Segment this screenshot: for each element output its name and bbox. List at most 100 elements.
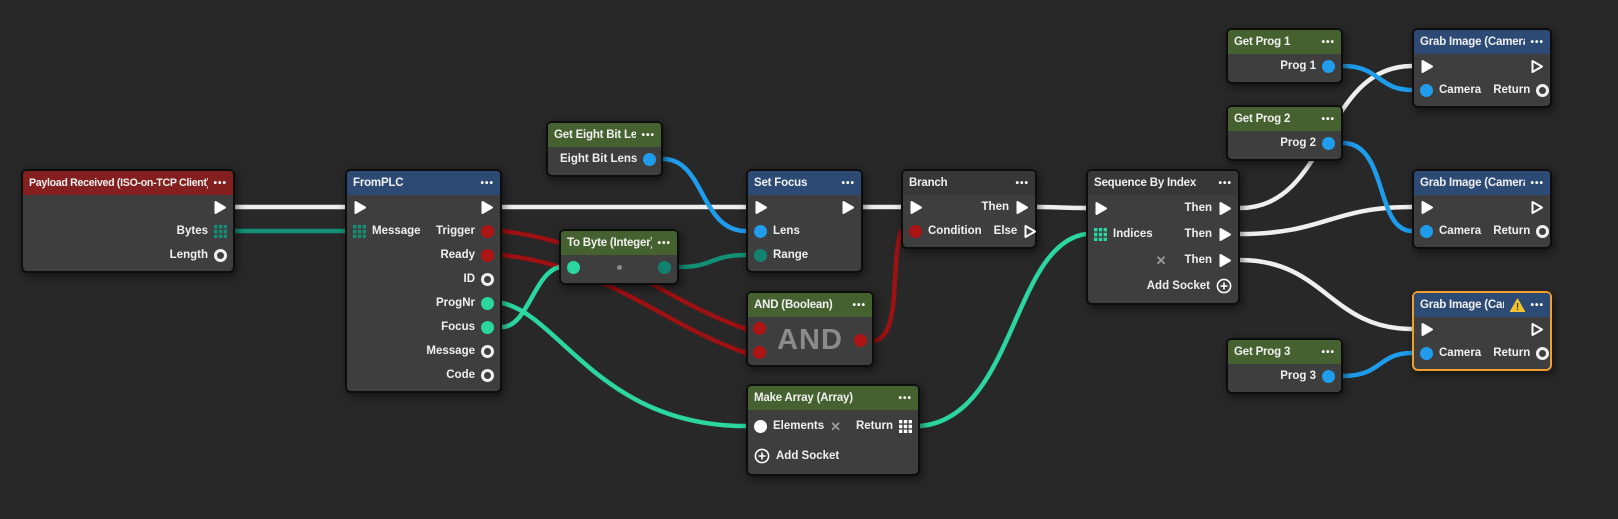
node-get-prog-1[interactable]: Get Prog 1 ••• Prog 1 [1226, 28, 1343, 84]
port-out-return[interactable] [1536, 346, 1550, 360]
exec-out-port[interactable] [1530, 322, 1544, 337]
node-menu-icon[interactable]: ••• [657, 237, 671, 249]
delete-socket-icon[interactable]: ✕ [1155, 252, 1167, 268]
wire-prog2-camera[interactable] [1340, 140, 1415, 234]
array-port-message-in[interactable] [353, 224, 366, 238]
node-menu-icon[interactable]: ••• [480, 177, 494, 189]
wire-return-indices[interactable] [917, 231, 1089, 429]
exec-out-then2[interactable] [1218, 227, 1232, 242]
wire-prog3-camera[interactable] [1340, 350, 1415, 379]
wire-then-sequence[interactable] [1034, 204, 1089, 211]
port-in-camera[interactable] [1420, 83, 1433, 97]
node-menu-icon[interactable]: ••• [1321, 113, 1335, 125]
add-socket-button[interactable]: Add Socket [776, 450, 840, 462]
delete-socket-icon[interactable]: ✕ [830, 418, 842, 434]
wire-tobyte-range[interactable] [676, 252, 749, 270]
port-out-result[interactable] [854, 334, 867, 347]
wire-prognr-elements[interactable] [499, 300, 749, 429]
port-out-prog1[interactable] [1322, 59, 1335, 73]
node-header[interactable]: Get Prog 2 ••• [1228, 107, 1341, 131]
node-menu-icon[interactable]: ••• [1321, 346, 1335, 358]
node-header[interactable]: Grab Image (Camera) ••• [1414, 30, 1550, 54]
port-in-elements[interactable] [754, 419, 767, 433]
port-out-prog2[interactable] [1322, 136, 1335, 150]
port-out-eight-bit-lens[interactable] [643, 152, 657, 166]
exec-in-port[interactable] [1420, 200, 1434, 215]
exec-in-port[interactable] [1420, 59, 1434, 74]
port-out-prognr[interactable] [481, 296, 494, 310]
exec-in-port[interactable] [1420, 322, 1434, 337]
add-socket-button[interactable]: Add Socket [1146, 280, 1210, 292]
node-grab-image-1[interactable]: Grab Image (Camera) ••• Camera Return [1412, 28, 1552, 108]
port-out-ready[interactable] [481, 248, 494, 262]
node-get-prog-3[interactable]: Get Prog 3 ••• Prog 3 [1226, 338, 1343, 394]
node-header[interactable]: Sequence By Index ••• [1088, 171, 1238, 195]
node-set-focus[interactable]: Set Focus ••• Lens Range [746, 169, 863, 273]
node-menu-icon[interactable]: ••• [1321, 36, 1335, 48]
exec-in-port[interactable] [1094, 201, 1108, 216]
node-grab-image-3[interactable]: Grab Image (Camera) ••• Camera Return [1412, 291, 1552, 371]
node-header[interactable]: To Byte (Integer) ••• [561, 231, 677, 255]
wire-then3-grab3[interactable] [1237, 257, 1415, 332]
wire-lens[interactable] [660, 156, 749, 234]
node-header[interactable]: Set Focus ••• [748, 171, 861, 195]
exec-in-port[interactable] [754, 200, 768, 215]
port-in-camera[interactable] [1420, 346, 1433, 360]
port-out-message[interactable] [481, 344, 494, 358]
node-header[interactable]: Get Prog 3 ••• [1228, 340, 1341, 364]
port-in-condition[interactable] [909, 224, 922, 238]
node-make-array[interactable]: Make Array (Array) ••• Elements ✕ Return… [746, 384, 920, 476]
port-out-byte[interactable] [658, 260, 671, 274]
exec-out-then1[interactable] [1218, 201, 1232, 216]
node-sequence-by-index[interactable]: Sequence By Index ••• Then Indices Then … [1086, 169, 1240, 305]
port-out-prog3[interactable] [1322, 369, 1335, 383]
node-menu-icon[interactable]: ••• [898, 392, 912, 404]
exec-out-port[interactable] [841, 200, 855, 215]
node-menu-icon[interactable]: ••• [1530, 36, 1544, 48]
node-menu-icon[interactable]: ••• [1530, 299, 1544, 311]
node-header[interactable]: Get Prog 1 ••• [1228, 30, 1341, 54]
port-in-b[interactable] [753, 346, 766, 359]
exec-in-port[interactable] [909, 200, 923, 215]
array-port-indices[interactable] [1094, 227, 1107, 241]
node-header[interactable]: Payload Received (ISO-on-TCP Client) ••• [23, 171, 233, 195]
node-header[interactable]: Make Array (Array) ••• [748, 386, 918, 410]
exec-out-port[interactable] [480, 200, 494, 215]
node-menu-icon[interactable]: ••• [1015, 177, 1029, 189]
port-out-focus[interactable] [481, 320, 494, 334]
port-in-value[interactable] [567, 260, 580, 274]
node-get-eight-bit-lens[interactable]: Get Eight Bit Lens ••• Eight Bit Lens [546, 121, 663, 177]
node-header[interactable]: Grab Image (Camera) ••• [1414, 171, 1550, 195]
port-out-code[interactable] [481, 368, 494, 382]
node-grab-image-2[interactable]: Grab Image (Camera) ••• Camera Return [1412, 169, 1552, 249]
wire-then2-grab2[interactable] [1237, 204, 1415, 237]
port-in-lens[interactable] [754, 224, 767, 238]
exec-in-port[interactable] [353, 200, 367, 215]
wire-and-condition[interactable] [871, 228, 904, 344]
node-header[interactable]: Grab Image (Camera) ••• [1414, 293, 1550, 317]
node-get-prog-2[interactable]: Get Prog 2 ••• Prog 2 [1226, 105, 1343, 161]
node-header[interactable]: Get Eight Bit Lens ••• [548, 123, 661, 147]
port-out-return[interactable] [1536, 224, 1550, 238]
node-payload-received[interactable]: Payload Received (ISO-on-TCP Client) •••… [21, 169, 235, 273]
port-out-length[interactable] [214, 248, 227, 262]
port-in-a[interactable] [753, 322, 766, 335]
port-out-return[interactable] [1536, 83, 1550, 97]
exec-out-port[interactable] [213, 200, 227, 215]
exec-out-port[interactable] [1530, 200, 1544, 215]
node-branch[interactable]: Branch ••• Then Condition Else [901, 169, 1037, 249]
exec-out-then[interactable] [1015, 200, 1029, 215]
node-to-byte[interactable]: To Byte (Integer) ••• [559, 229, 679, 285]
array-port-bytes[interactable] [214, 224, 227, 238]
add-socket-icon[interactable] [754, 448, 770, 464]
node-menu-icon[interactable]: ••• [1530, 177, 1544, 189]
wire-ready-and[interactable] [499, 252, 749, 356]
node-menu-icon[interactable]: ••• [213, 177, 227, 189]
node-menu-icon[interactable]: ••• [641, 129, 655, 141]
node-and[interactable]: AND (Boolean) ••• AND [746, 291, 874, 367]
exec-out-else[interactable] [1023, 224, 1037, 239]
add-socket-icon[interactable] [1216, 278, 1232, 294]
wire-prog1-camera[interactable] [1340, 63, 1415, 93]
port-out-trigger[interactable] [481, 224, 494, 238]
